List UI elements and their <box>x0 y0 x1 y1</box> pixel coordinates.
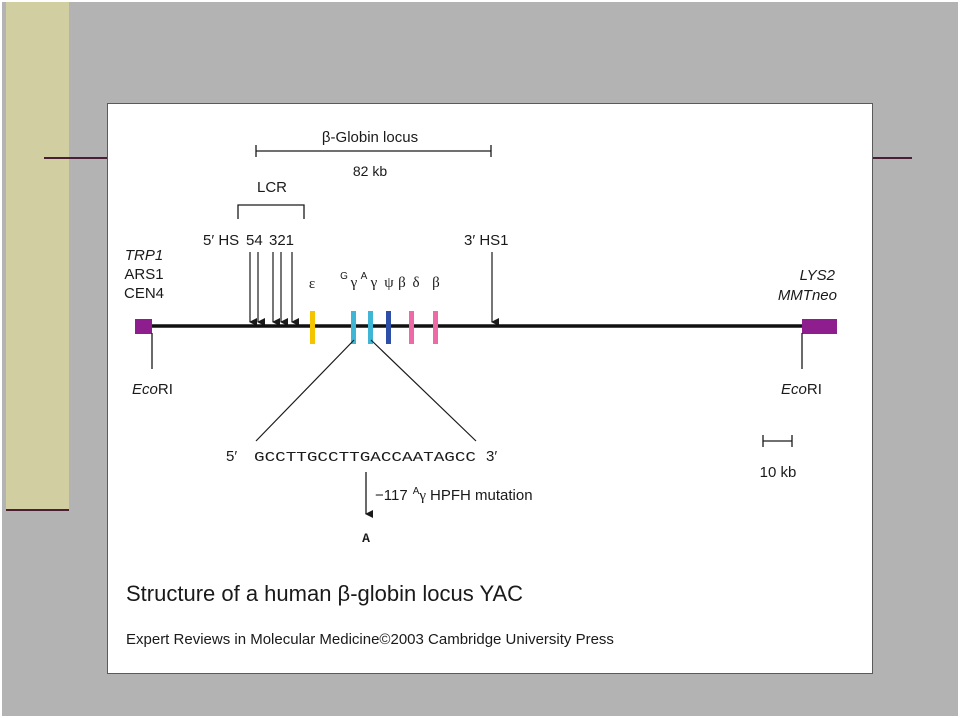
figure-card: β-Globin locus 82 kb LCR 5′ HS 54 321 3′… <box>107 103 873 674</box>
left-marker-trp1: TRP1 <box>125 247 163 264</box>
gene-label-agamma: γ <box>370 275 378 291</box>
promoter-sequence: GCCTTGCCTTGACCAATAGCC <box>254 450 476 466</box>
hs-digits-left: 54 <box>246 232 263 249</box>
gene-label-epsilon: ε <box>309 276 315 292</box>
deco-line-left-top <box>44 157 108 159</box>
figure-credit: Expert Reviews in Molecular Medicine©200… <box>126 631 614 648</box>
gene-label-ggamma: γ <box>350 275 358 291</box>
locus-size: 82 kb <box>353 163 387 179</box>
gene-label-ggamma-sup: G <box>340 271 348 282</box>
zoom-line-right <box>370 339 477 442</box>
gene-label-beta-1: β <box>398 275 406 291</box>
globin-locus-diagram: β-Globin locus 82 kb LCR 5′ HS 54 321 3′… <box>124 129 837 648</box>
hs-digits-right: 321 <box>269 232 294 249</box>
right-marker-block <box>802 319 837 334</box>
lcr-bracket <box>237 204 305 219</box>
side-panel <box>6 2 69 510</box>
locus-label: β-Globin locus <box>322 129 418 146</box>
right-marker-mmtneo: MMTneo <box>778 287 837 304</box>
gene-beta-bar <box>433 311 438 344</box>
sequence-5prime: 5′ <box>226 448 237 465</box>
mutation-base: A <box>362 531 370 546</box>
deco-line-right-top <box>872 157 912 159</box>
lcr-label: LCR <box>257 179 287 196</box>
figure-title: Structure of a human β-globin locus YAC <box>126 581 523 606</box>
gene-psi-bar <box>386 311 391 344</box>
gene-delta-bar <box>409 311 414 344</box>
gene-ggamma-bar <box>351 311 356 344</box>
deco-line-left-bottom <box>6 509 69 511</box>
gene-label-agamma-sup: A <box>361 271 368 282</box>
hs5-label: 5′ HS <box>203 232 239 249</box>
ecori-right-label: EcoRI <box>781 381 822 398</box>
gene-label-delta: δ <box>412 275 419 291</box>
left-marker-ars1: ARS1 <box>124 266 163 283</box>
scale-label: 10 kb <box>760 464 797 481</box>
zoom-line-left <box>255 339 355 442</box>
gene-label-beta-2: β <box>432 275 440 291</box>
left-marker-block <box>135 319 152 334</box>
hs3-label: 3′ HS1 <box>464 232 509 249</box>
gene-label-psi: ψ <box>384 275 394 291</box>
sequence-3prime: 3′ <box>486 448 497 465</box>
right-marker-lys2: LYS2 <box>800 267 836 284</box>
ecori-left-label: EcoRI <box>132 381 173 398</box>
gene-agamma-bar <box>368 311 373 344</box>
left-marker-cen4: CEN4 <box>124 285 164 302</box>
gene-epsilon-bar <box>310 311 315 344</box>
